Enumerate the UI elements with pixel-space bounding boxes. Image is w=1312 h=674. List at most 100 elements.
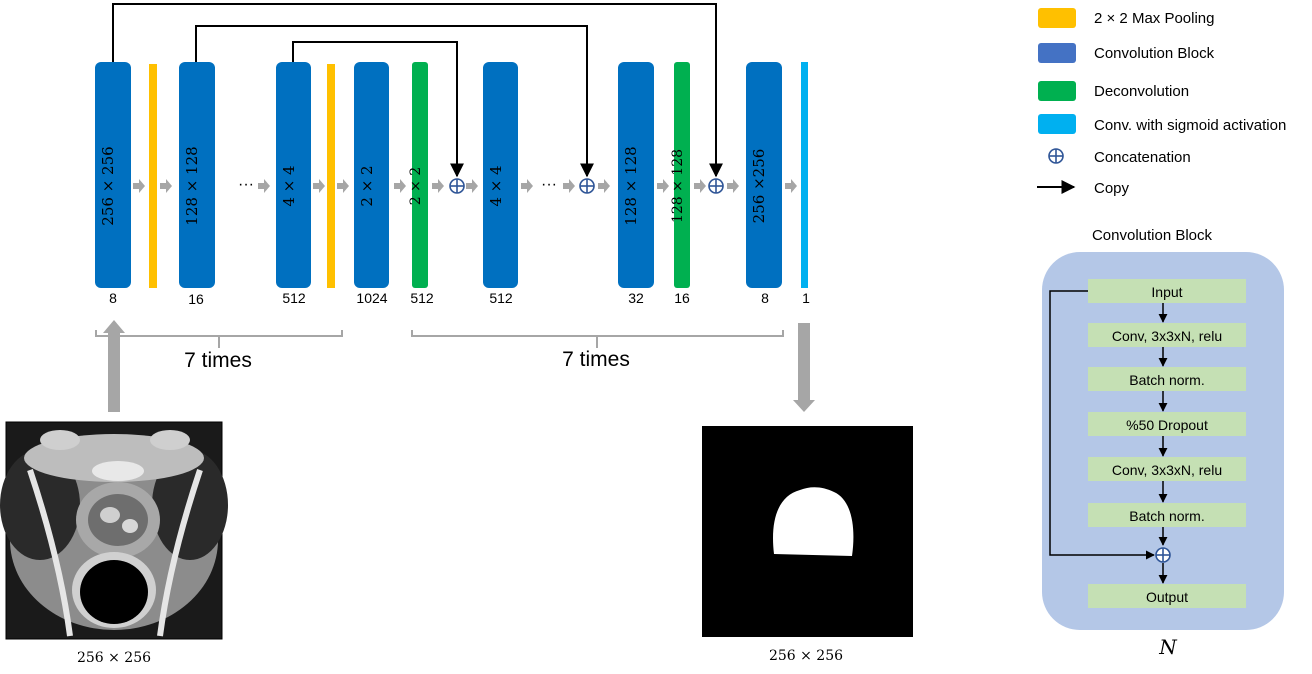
conv-block-bottleneck — [354, 62, 389, 288]
deconv-layer-1-channels: 512 — [410, 290, 434, 306]
step-conv-1-label: Conv, 3x3xN, relu — [1112, 328, 1222, 344]
deconv-layer-1-size: 2 × 2 — [408, 167, 424, 205]
conv-block-steps: Input Conv, 3x3xN, relu Batch norm. %50 … — [1088, 279, 1246, 608]
step-input-label: Input — [1151, 284, 1182, 300]
conv-block-256-decoder-size: 256 ×256 — [750, 149, 768, 224]
deconv-layer-2-size: 128 × 128 — [670, 149, 686, 223]
concatenation-nodes — [449, 178, 724, 194]
legend-label-max-pooling: 2 × 2 Max Pooling — [1094, 10, 1215, 27]
flow-arrow — [313, 179, 325, 193]
conv-block-bottleneck-size: 2 × 2 — [358, 165, 376, 206]
legend-label-deconvolution: Deconvolution — [1094, 83, 1189, 100]
step-output — [1088, 584, 1246, 608]
skip-connections — [112, 3, 723, 178]
concatenation-icon — [449, 178, 465, 194]
flow-arrow — [785, 179, 797, 193]
step-conv-1 — [1088, 323, 1246, 347]
flow-arrow — [337, 179, 349, 193]
encoder-ellipsis: ··· — [238, 176, 254, 193]
flow-arrow — [466, 179, 478, 193]
conv-block-4x4-decoder — [483, 62, 518, 288]
decoder-ellipsis: ··· — [541, 176, 557, 193]
legend-label-copy: Copy — [1094, 180, 1130, 197]
flow-arrow — [598, 179, 610, 193]
network-blocks: 256 × 256 8 128 × 128 16 ··· 4 × 4 512 2… — [95, 62, 810, 307]
flow-arrow — [133, 179, 145, 193]
conv-block-4x4-decoder-channels: 512 — [489, 290, 513, 306]
deconv-layer-2 — [674, 62, 690, 288]
conv-block-256-size: 256 × 256 — [99, 146, 117, 225]
input-size-label: 256 × 256 — [77, 650, 151, 666]
step-batch-norm-1-label: Batch norm. — [1129, 372, 1204, 388]
flow-arrow — [394, 179, 406, 193]
residual-skip-arrow — [1049, 290, 1155, 560]
flow-arrow — [521, 179, 533, 193]
concatenation-icon — [1048, 148, 1064, 164]
flow-arrow — [694, 179, 706, 193]
conv-block-128-channels: 16 — [188, 291, 204, 307]
concatenation-icon — [708, 178, 724, 194]
skip-connection-2 — [195, 25, 594, 178]
step-dropout-label: %50 Dropout — [1126, 417, 1208, 433]
step-batch-norm-1 — [1088, 367, 1246, 391]
step-dropout — [1088, 412, 1246, 436]
input-mri-image — [0, 421, 228, 640]
conv-block-4x4-encoder-size: 4 × 4 — [280, 165, 298, 206]
sigmoid-output-layer — [801, 62, 808, 288]
input-arrow — [103, 320, 125, 412]
sigmoid-output-channels: 1 — [802, 290, 810, 306]
legend-label-sigmoid: Conv. with sigmoid activation — [1094, 117, 1286, 134]
conv-block-256 — [95, 62, 131, 288]
step-output-label: Output — [1146, 589, 1188, 605]
step-conv-2-label: Conv, 3x3xN, relu — [1112, 462, 1222, 478]
conv-block-4x4-encoder-channels: 512 — [282, 290, 306, 306]
max-pool-layer-1 — [149, 64, 157, 288]
flow-arrow — [258, 179, 270, 193]
output-segmentation-mask — [702, 426, 913, 637]
concatenation-icon — [579, 178, 595, 194]
sigmoid-swatch — [1038, 114, 1076, 134]
repeat-label-right: 7 times — [562, 348, 630, 371]
legend-label-convolution-block: Convolution Block — [1094, 45, 1215, 62]
flow-arrow — [657, 179, 669, 193]
step-batch-norm-2-label: Batch norm. — [1129, 508, 1204, 524]
deconvolution-swatch — [1038, 81, 1076, 101]
output-arrow — [793, 323, 815, 412]
conv-block-128-decoder — [618, 62, 654, 288]
step-conv-2 — [1088, 457, 1246, 481]
conv-block-128-decoder-channels: 32 — [628, 290, 644, 306]
concatenation-icon — [1155, 547, 1171, 563]
max-pooling-swatch — [1038, 8, 1076, 28]
conv-block-128-decoder-size: 128 × 128 — [622, 146, 640, 225]
convolution-block-swatch — [1038, 43, 1076, 63]
step-batch-norm-2 — [1088, 503, 1246, 527]
skip-connection-3 — [292, 41, 464, 178]
conv-block-bottleneck-channels: 1024 — [356, 290, 387, 306]
max-pool-layer-2 — [327, 64, 335, 288]
skip-connection-1 — [112, 3, 723, 178]
conv-block-256-decoder — [746, 62, 782, 288]
conv-block-arrows — [1049, 290, 1168, 584]
flow-arrow — [563, 179, 575, 193]
conv-block-256-decoder-channels: 8 — [761, 290, 769, 306]
output-size-label: 256 × 256 — [769, 648, 843, 664]
legend-label-concatenation: Concatenation — [1094, 149, 1191, 166]
conv-block-detail-title: Convolution Block — [1092, 227, 1213, 244]
repeat-label-left: 7 times — [184, 349, 252, 372]
legend: 2 × 2 Max Pooling Convolution Block Deco… — [1037, 8, 1286, 197]
flow-arrow — [432, 179, 444, 193]
step-input — [1088, 279, 1246, 303]
conv-block-128 — [179, 62, 215, 288]
conv-block-128-size: 128 × 128 — [183, 146, 201, 225]
repeat-brace-left — [95, 330, 343, 348]
flow-arrows — [133, 179, 797, 193]
flow-arrow — [160, 179, 172, 193]
deconv-layer-1 — [412, 62, 428, 288]
conv-block-4x4-decoder-size: 4 × 4 — [487, 165, 505, 206]
deconv-layer-2-channels: 16 — [674, 290, 690, 306]
conv-block-256-channels: 8 — [109, 290, 117, 306]
repeat-count-symbol: N — [1158, 635, 1178, 659]
conv-block-4x4-encoder — [276, 62, 311, 288]
